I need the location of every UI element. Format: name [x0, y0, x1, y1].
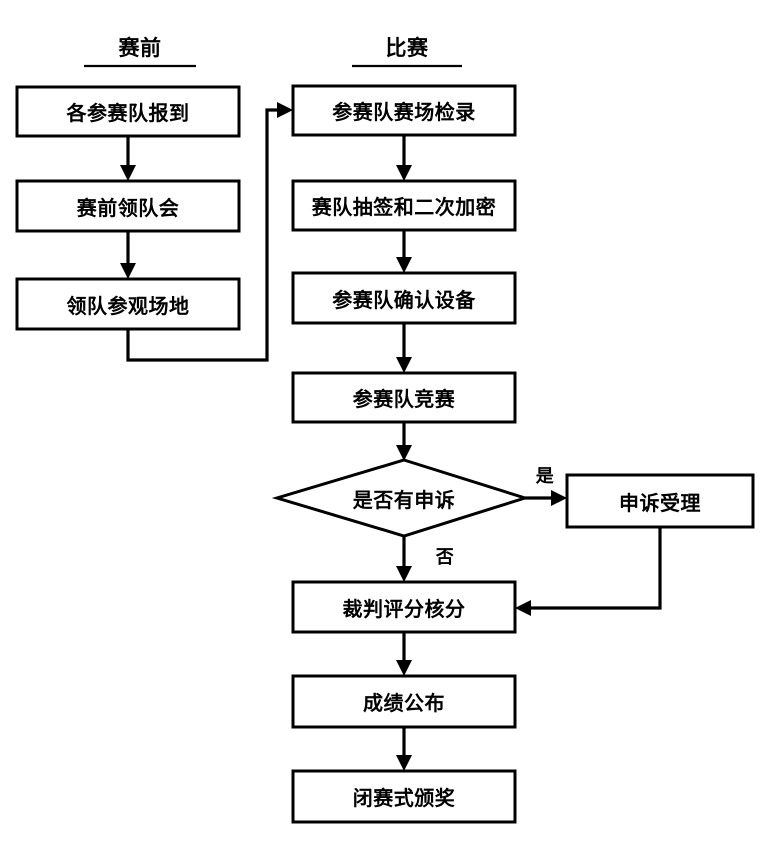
- node-label-n6[interactable]: 参赛队确认设备: [332, 289, 476, 312]
- edge-label-yes: 是: [535, 466, 555, 486]
- arrowhead-n6-n7: [396, 357, 412, 373]
- arrowhead-n5-n6: [396, 257, 412, 273]
- node-label-n12[interactable]: 闭赛式颁奖: [352, 788, 456, 810]
- node-box-n10[interactable]: [291, 580, 517, 634]
- node-label-n3[interactable]: 领队参观场地: [66, 295, 190, 318]
- node-label-n1[interactable]: 各参赛队报到: [66, 103, 190, 125]
- node-box-n9[interactable]: [565, 473, 755, 529]
- arrowhead-n10-n11: [396, 660, 412, 676]
- arrowhead-n7-n8: [396, 445, 412, 461]
- column-header-pre-match: 赛前: [118, 36, 162, 60]
- arrowhead-n3-n4: [277, 102, 293, 118]
- node-box-n3[interactable]: [15, 277, 241, 331]
- arrowhead-n9-n10: [515, 600, 531, 616]
- node-box-n12[interactable]: [291, 769, 517, 824]
- node-box-n6[interactable]: [291, 271, 517, 325]
- edge-n3-n4: [126, 108, 284, 362]
- node-label-n8[interactable]: 是否有申诉: [352, 489, 456, 512]
- arrowhead-n4-n5: [396, 165, 412, 181]
- node-label-n10[interactable]: 裁判评分核分: [342, 598, 466, 621]
- edge-label-no: 否: [435, 547, 455, 567]
- node-label-n7[interactable]: 参赛队竞赛: [352, 389, 456, 411]
- node-box-n7[interactable]: [291, 371, 517, 424]
- node-box-n4[interactable]: [291, 84, 517, 137]
- node-label-n5[interactable]: 赛队抽签和二次加密: [311, 197, 497, 219]
- node-label-n9[interactable]: 申诉受理: [619, 492, 701, 515]
- arrowhead-n11-n12: [396, 755, 412, 771]
- arrowhead-n1-n2: [120, 165, 136, 181]
- node-box-n1[interactable]: [15, 85, 241, 138]
- node-label-n2[interactable]: 赛前领队会: [76, 197, 180, 220]
- arrowhead-n2-n3: [120, 263, 136, 279]
- edge-n9-n10: [524, 527, 662, 610]
- arrowhead-n8-n10: [396, 566, 412, 582]
- node-label-n11[interactable]: 成绩公布: [363, 693, 445, 715]
- arrowhead-n8-n9: [551, 490, 567, 506]
- column-header-match: 比赛: [385, 36, 429, 60]
- node-label-n4[interactable]: 参赛队赛场检录: [332, 102, 476, 124]
